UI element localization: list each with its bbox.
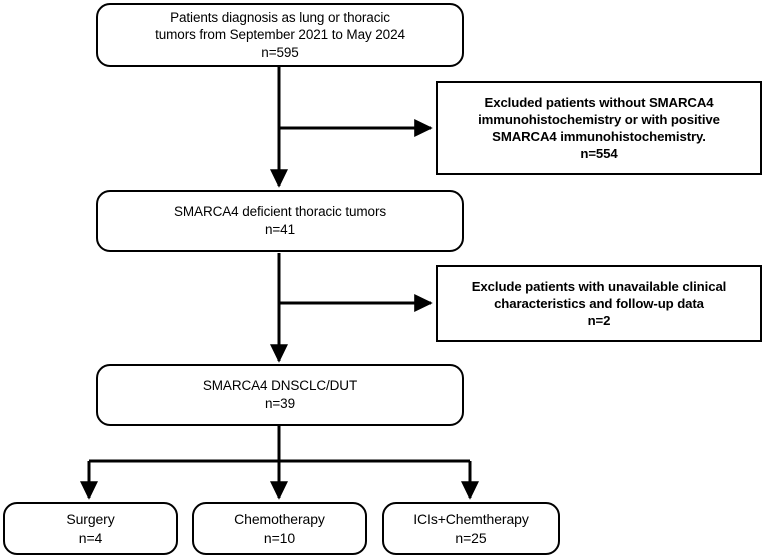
node-excluded-clinical-label: Exclude patients with unavailable clinic… xyxy=(471,278,727,329)
node-icis-chemotherapy: ICIs+Chemtherapy n=25 xyxy=(382,502,560,555)
node-smarca4-deficient-label: SMARCA4 deficient thoracic tumors n=41 xyxy=(173,204,387,237)
node-icis-chemotherapy-label: ICIs+Chemtherapy n=25 xyxy=(413,511,529,546)
node-dnsclc-dut: SMARCA4 DNSCLC/DUT n=39 xyxy=(96,364,464,426)
node-excluded-clinical: Exclude patients with unavailable clinic… xyxy=(436,265,762,342)
node-cohort-total-label: Patients diagnosis as lung or thoracic t… xyxy=(155,9,405,60)
node-excluded-ihc: Excluded patients without SMARCA4 immuno… xyxy=(436,81,762,175)
node-surgery-label: Surgery n=4 xyxy=(66,511,115,546)
node-smarca4-deficient: SMARCA4 deficient thoracic tumors n=41 xyxy=(96,190,464,252)
node-cohort-total: Patients diagnosis as lung or thoracic t… xyxy=(96,3,464,67)
node-chemotherapy-label: Chemotherapy n=10 xyxy=(234,511,325,546)
node-excluded-ihc-label: Excluded patients without SMARCA4 immuno… xyxy=(478,94,720,162)
node-surgery: Surgery n=4 xyxy=(3,502,178,555)
node-dnsclc-dut-label: SMARCA4 DNSCLC/DUT n=39 xyxy=(202,378,358,411)
node-chemotherapy: Chemotherapy n=10 xyxy=(192,502,367,555)
